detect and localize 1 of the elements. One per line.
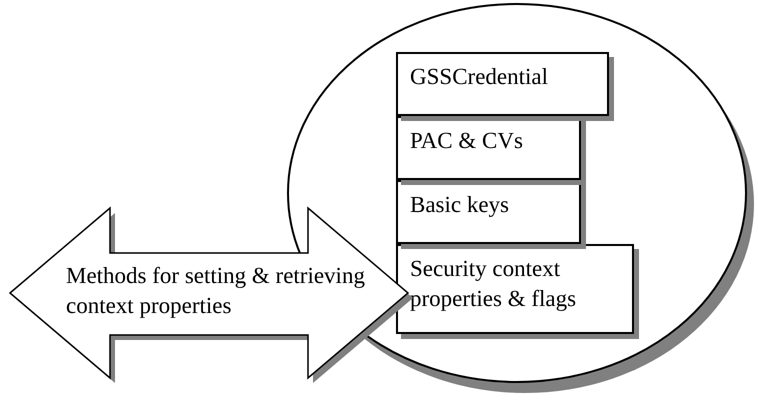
arrow-label: Methods for setting & retrieving context properties: [66, 262, 366, 320]
